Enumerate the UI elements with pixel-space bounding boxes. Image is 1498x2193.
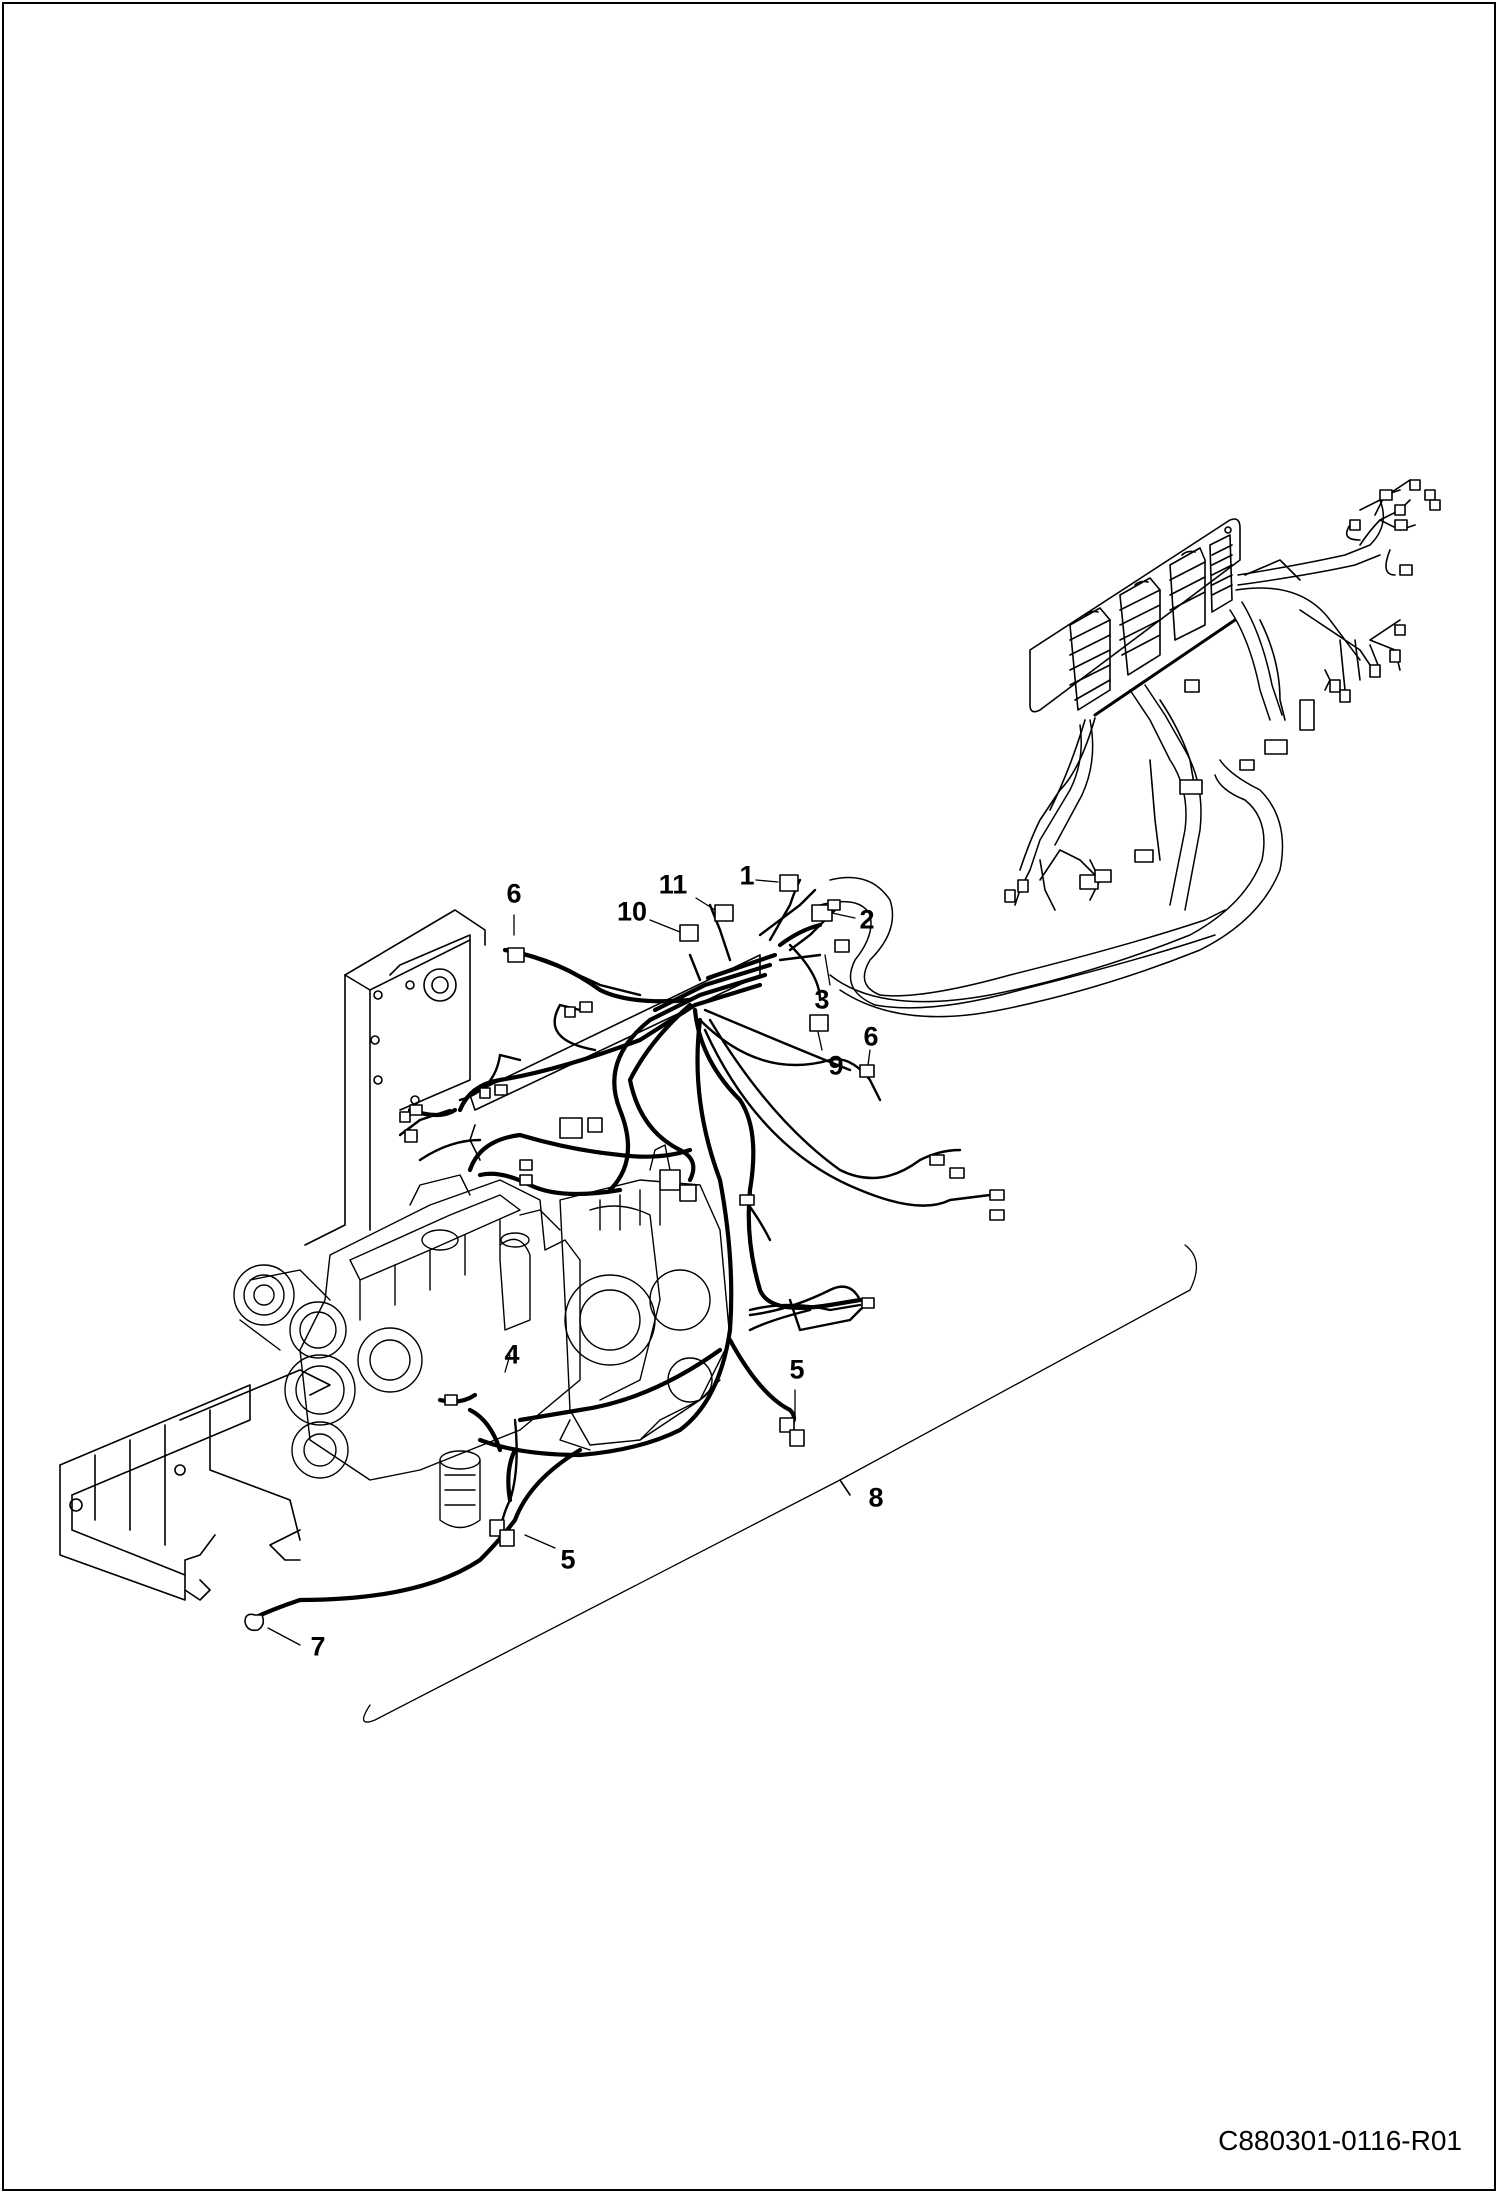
callout-6-left: 6 [506, 878, 522, 909]
fuse-relay-panel [1029, 518, 1241, 717]
callout-3: 3 [814, 984, 830, 1015]
callout-2: 2 [859, 904, 875, 935]
connector-3 [834, 939, 850, 953]
callout-4: 4 [504, 1339, 520, 1370]
callout-1: 1 [739, 860, 755, 891]
callout-9: 9 [828, 1050, 844, 1081]
connector-11 [714, 904, 734, 922]
callout-8: 8 [868, 1482, 884, 1513]
engine-assembly [233, 1144, 731, 1529]
connector-6-right [859, 1064, 875, 1078]
callout-10: 10 [616, 896, 648, 927]
callout-5-right: 5 [789, 1354, 805, 1385]
connector-9 [809, 1014, 829, 1032]
drawing-number: C880301-0116-R01 [1218, 2125, 1462, 2156]
connector-7 [244, 1613, 265, 1632]
leader-lines [267, 879, 871, 1646]
callout-5-left: 5 [560, 1544, 576, 1575]
connector-1 [779, 874, 799, 892]
callout-7: 7 [310, 1631, 326, 1662]
callout-11: 11 [658, 869, 688, 900]
connector-6-left [507, 947, 525, 963]
callout-6-right: 6 [863, 1021, 879, 1052]
machine-frame [59, 909, 1197, 1723]
harness-outline-runs [819, 499, 1385, 1018]
connector-10 [679, 924, 699, 942]
panel-harness-wires [1014, 479, 1416, 911]
